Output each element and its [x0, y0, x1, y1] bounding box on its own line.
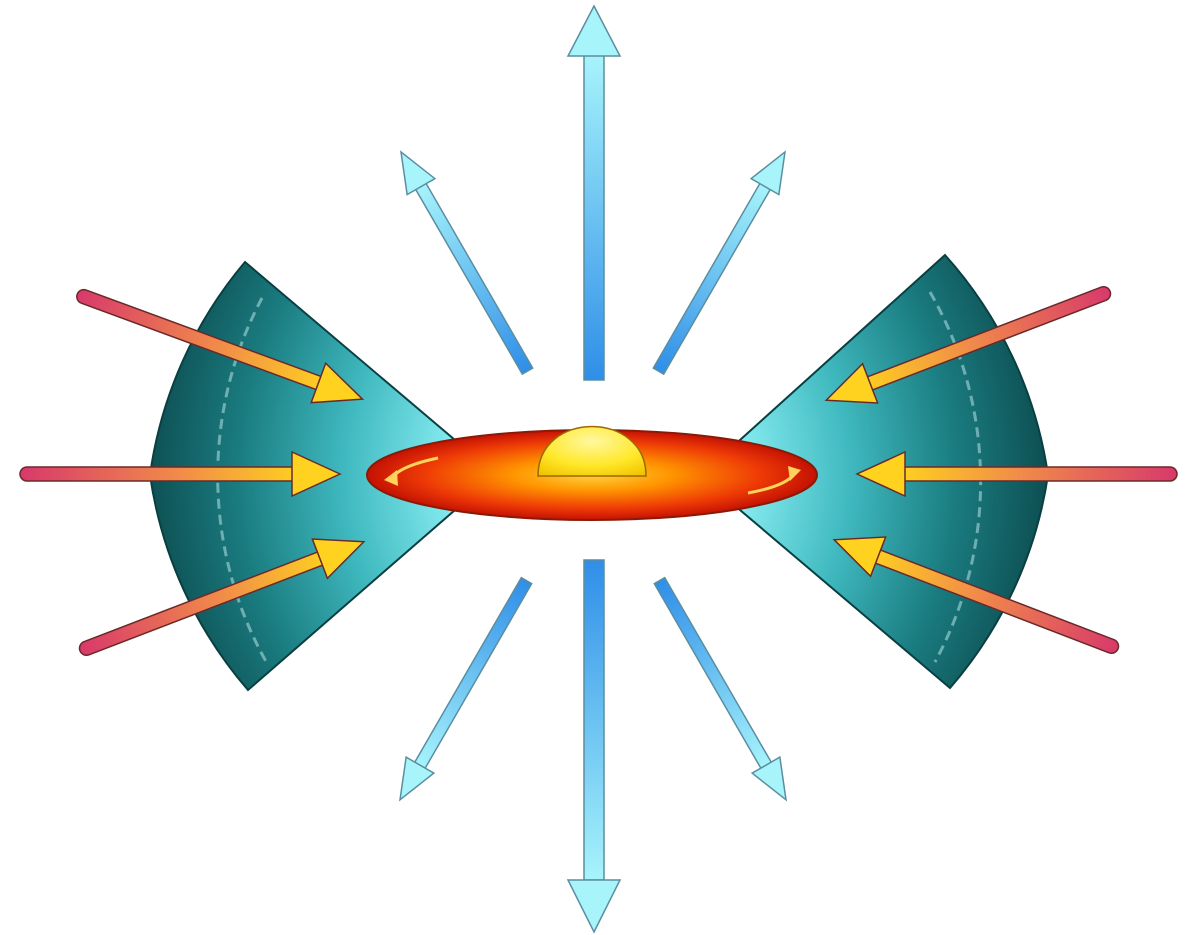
outflow-arrow-down-left [386, 573, 540, 808]
outflow-arrow-down-right [646, 573, 800, 808]
outflow-arrow-up [568, 6, 620, 380]
outflow-arrow-up-left [387, 144, 541, 379]
outflow-arrow-down [568, 560, 620, 932]
outflow-arrow-up-right [645, 144, 799, 379]
